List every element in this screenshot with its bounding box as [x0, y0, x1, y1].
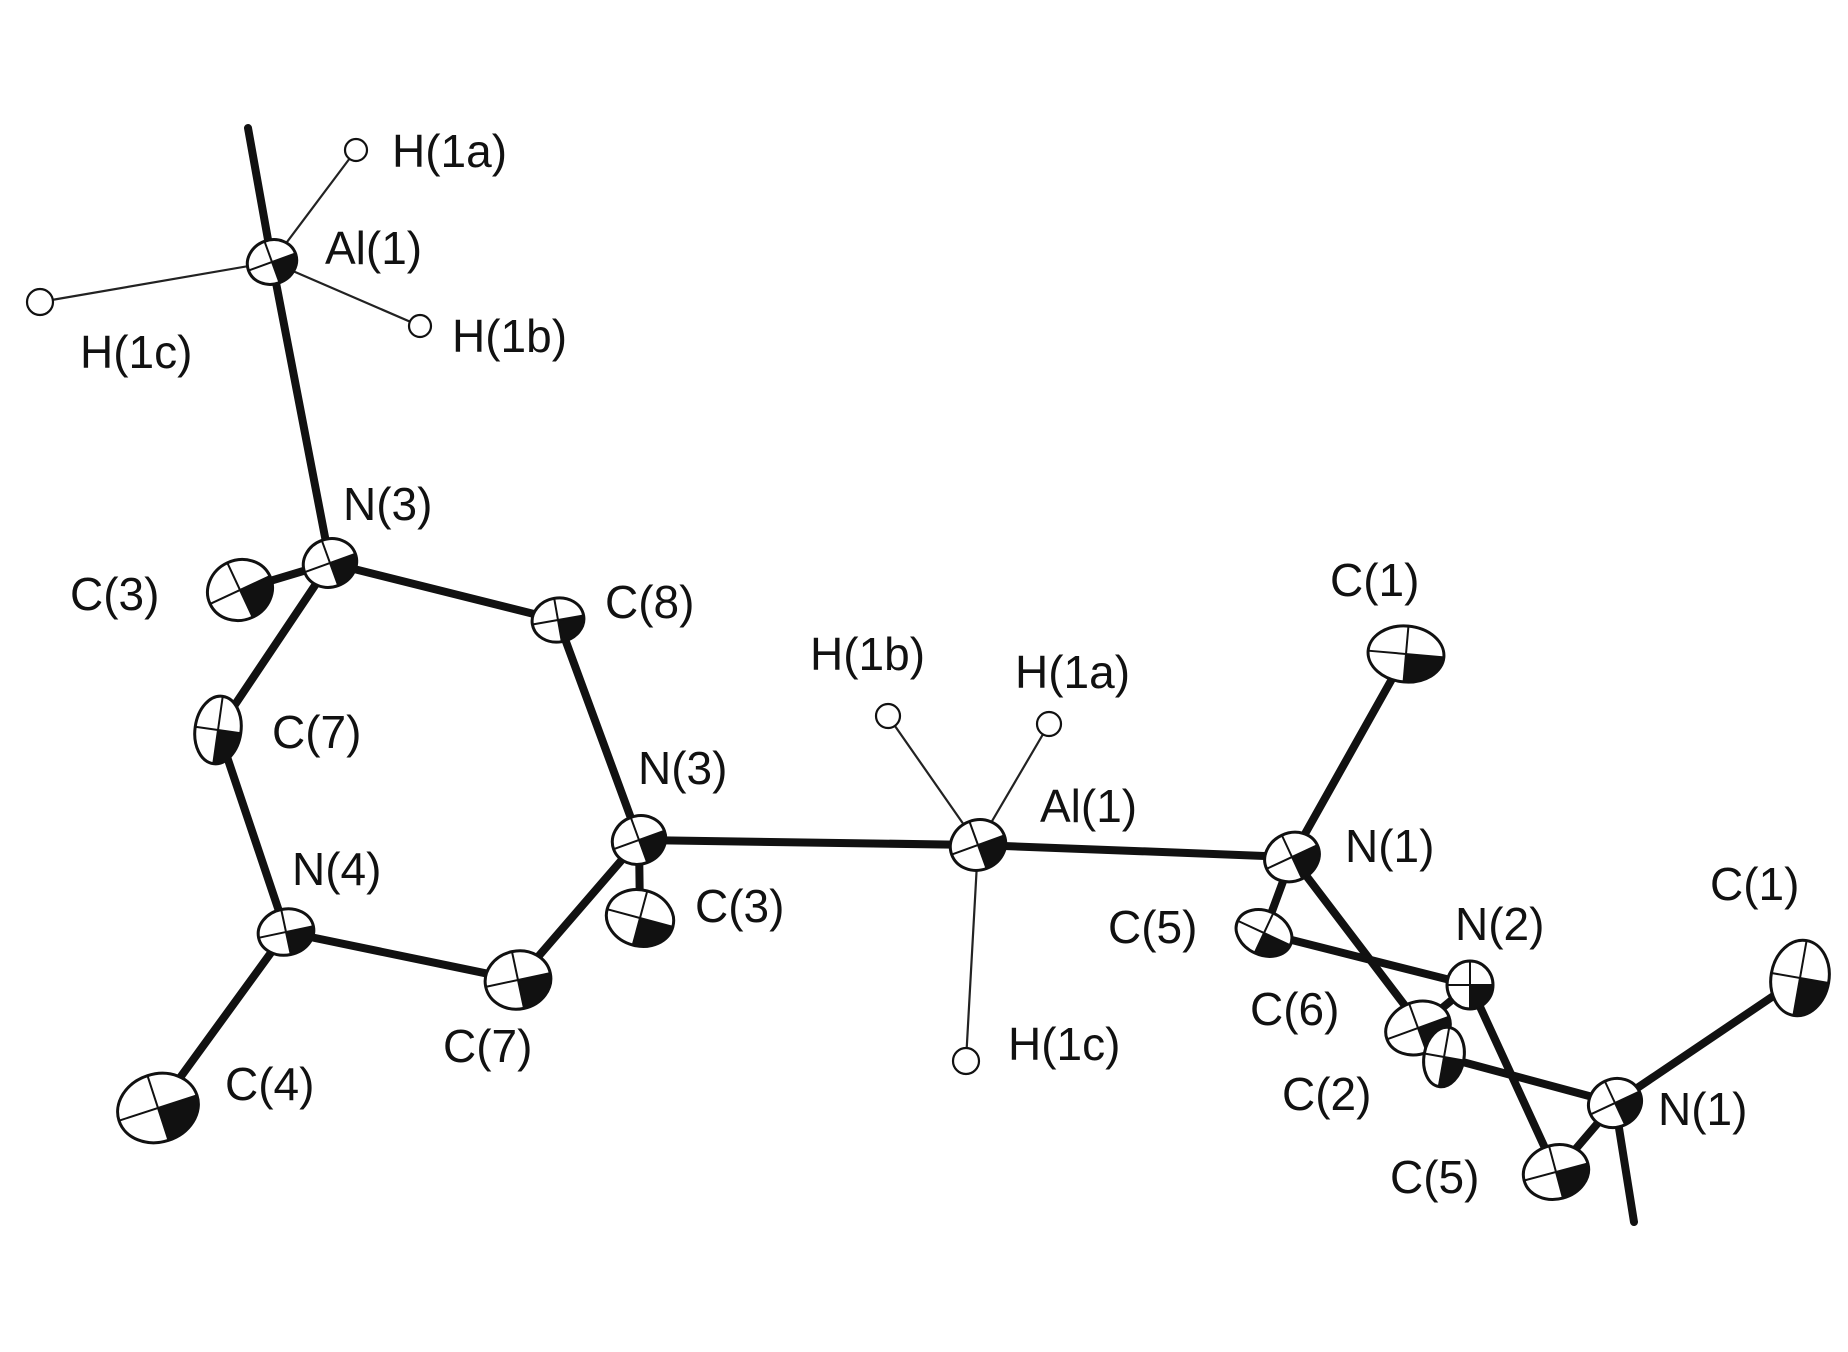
atom-label-C8: C(8) [605, 576, 694, 628]
atom-label-N1_a: N(1) [1345, 820, 1434, 872]
atom-label-C1_a: C(1) [1330, 554, 1419, 606]
bond-C8-N3_mid [554, 616, 643, 844]
bond-N4-C7_bot [282, 928, 522, 984]
atom-label-H1c_top: H(1c) [80, 326, 192, 378]
bond-N1_b-C1_b [1611, 974, 1804, 1107]
atom-label-Al1_mid: Al(1) [1040, 780, 1137, 832]
bond-N1_a-C1_a [1288, 650, 1410, 861]
atom-label-C1_b: C(1) [1710, 858, 1799, 910]
atom-label-N3_mid: N(3) [638, 742, 727, 794]
atom-label-H1b_top: H(1b) [452, 310, 567, 362]
atom-C5_a [1234, 908, 1294, 958]
atom-H1c_top [25, 287, 55, 317]
bond-N3_top-C7_top [214, 559, 334, 734]
atom-N3_mid [610, 814, 668, 866]
bond-Al1_mid-N1_a [974, 841, 1296, 861]
bond-N3_mid-Al1_mid [635, 836, 982, 849]
atom-label-N4: N(4) [292, 843, 381, 895]
bond-N2-C5_b [1466, 981, 1560, 1176]
atom-H1a_top [343, 137, 369, 163]
atom-label-H1c_mid: H(1c) [1008, 1018, 1120, 1070]
atom-C2 [1422, 1025, 1466, 1089]
bond-C2-N1_b [1440, 1053, 1619, 1107]
atom-N2 [1445, 959, 1495, 1011]
atom-H1c_mid [951, 1046, 981, 1076]
bond-N3_top-C8 [326, 559, 562, 624]
atom-C8 [530, 596, 586, 644]
atom-label-H1a_top: H(1a) [392, 125, 507, 177]
atom-Al1_mid [948, 818, 1008, 872]
atom-label-N2: N(2) [1455, 898, 1544, 950]
atom-label-C3_top: C(3) [70, 568, 159, 620]
atom-label-H1b_mid: H(1b) [810, 628, 925, 680]
atom-C5_b [1521, 1143, 1591, 1201]
bond-Al1_top-N3_top [268, 258, 334, 567]
atom-C1_b [1769, 938, 1831, 1018]
atom-N1_a [1263, 830, 1321, 884]
atom-C1_a [1366, 624, 1446, 684]
atom-C4 [116, 1071, 200, 1145]
label-layer: Al(1) H(1a) H(1b) H(1c) N(3) C(3) C(8) C(7) N(4)… [70, 125, 1799, 1203]
bond-C5_a-N2 [1260, 929, 1474, 989]
atom-label-Al1_top: Al(1) [325, 222, 422, 274]
atom-label-C7_top: C(7) [272, 706, 361, 758]
atom-C7_bot [483, 949, 553, 1011]
atom-label-H1a_mid: H(1a) [1015, 646, 1130, 698]
bond-Al1_top-H1c_top [38, 260, 274, 304]
atom-label-C2: C(2) [1282, 1068, 1371, 1120]
atom-label-N3_top: N(3) [343, 478, 432, 530]
atom-C3_top [206, 557, 274, 623]
atom-C3_mid [604, 888, 676, 948]
atom-layer [25, 137, 1831, 1201]
bond-Al1_mid-H1c_mid [964, 843, 980, 1063]
atom-label-C7_bot: C(7) [443, 1020, 532, 1072]
atom-label-C6: C(6) [1250, 983, 1339, 1035]
atom-label-C4: C(4) [225, 1058, 314, 1110]
bond-Al1_top-H1b_top [270, 260, 422, 328]
atom-N1_b [1587, 1076, 1643, 1130]
bond-C7_top-N4 [214, 726, 290, 936]
atom-label-C5_b: C(5) [1390, 1151, 1479, 1203]
atom-label-C3_mid: C(3) [695, 880, 784, 932]
atom-label-N1_b: N(1) [1658, 1083, 1747, 1135]
atom-C7_top [193, 694, 243, 766]
atom-H1a_mid [1035, 710, 1063, 738]
atom-N3_top [301, 537, 359, 589]
atom-N4 [256, 907, 316, 957]
atom-Al1_top [245, 238, 299, 286]
atom-label-C5_a: C(5) [1108, 901, 1197, 953]
atom-H1b_mid [874, 702, 902, 730]
atom-H1b_top [407, 313, 433, 339]
